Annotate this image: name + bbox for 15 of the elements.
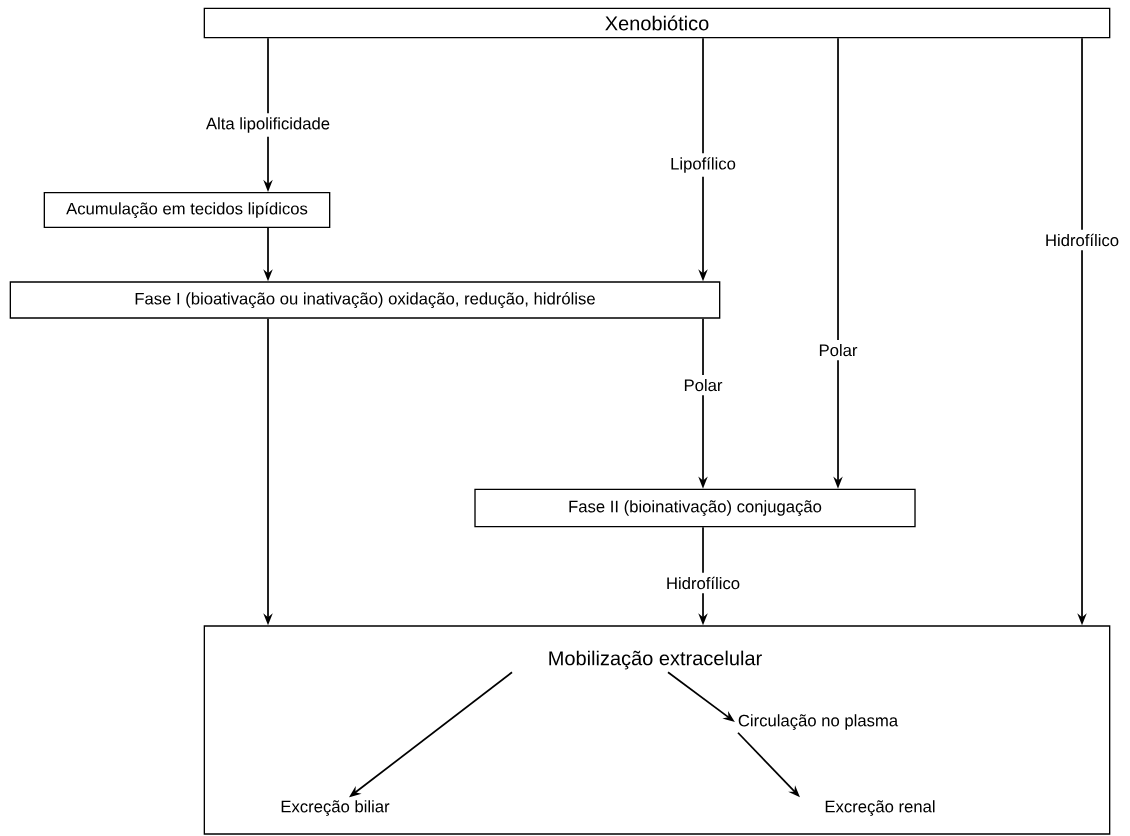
process-box: Acumulação em tecidos lipídicos bbox=[43, 192, 331, 228]
mobilization-box bbox=[203, 625, 1111, 835]
process-text: Excreção biliar bbox=[281, 800, 390, 816]
process-box: Fase II (bioinativação) conjugação bbox=[474, 488, 916, 528]
process-text: Excreção renal bbox=[825, 800, 935, 816]
edge-label: Hidrofílico bbox=[661, 572, 745, 594]
xenobiotic-box: Xenobiótico bbox=[203, 7, 1111, 39]
edge-label: Polar bbox=[679, 374, 727, 396]
process-box: Fase I (bioativação ou inativação) oxidação, redução, hidrólise bbox=[9, 281, 721, 319]
edge-label: Polar bbox=[814, 339, 862, 361]
edge-label: Alta lipolificidade bbox=[201, 113, 335, 137]
edge-label: Hidrofílico bbox=[1040, 229, 1124, 251]
heading-text: Mobilização extracelular bbox=[549, 650, 762, 670]
process-text: Circulação no plasma bbox=[738, 714, 899, 730]
edge-label: Lipofílico bbox=[666, 153, 740, 177]
